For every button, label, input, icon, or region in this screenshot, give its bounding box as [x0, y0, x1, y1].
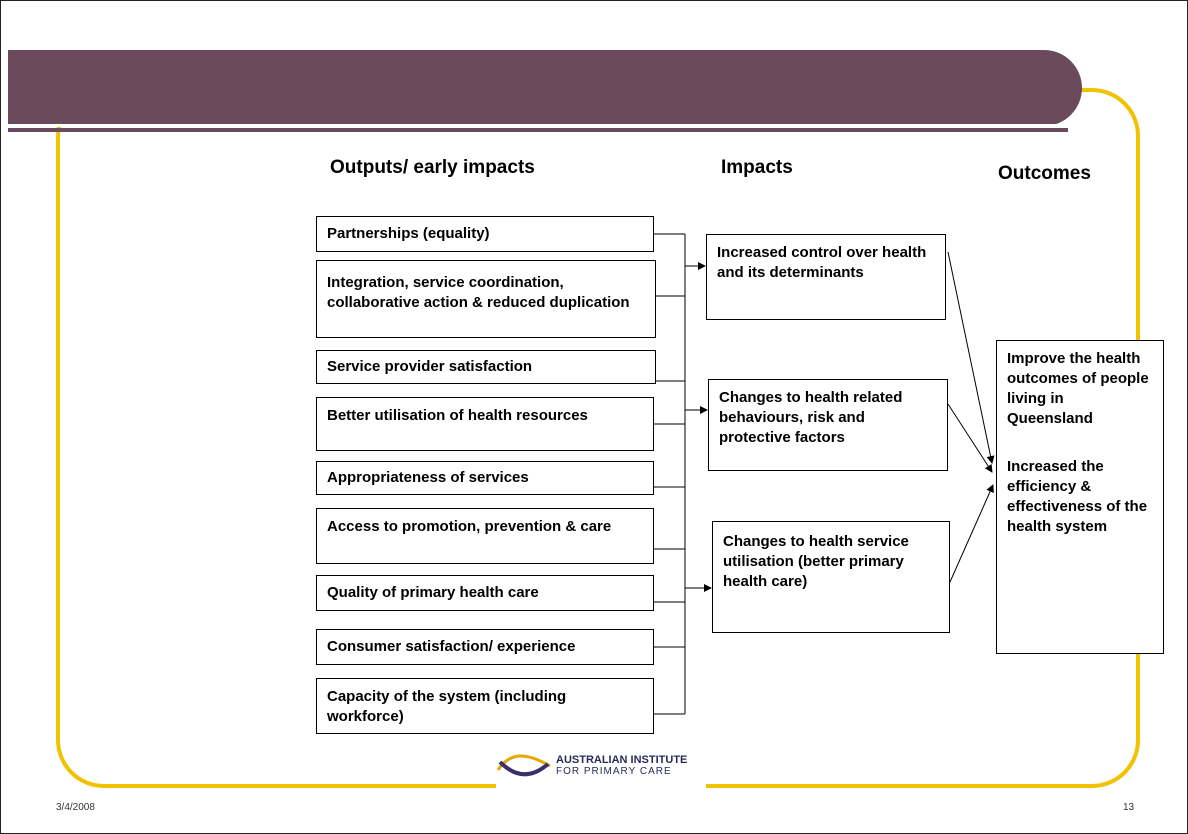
footer-date: 3/4/2008 — [56, 802, 95, 813]
impact-box-behaviours: Changes to health related behaviours, ri… — [708, 379, 948, 471]
title-band — [8, 50, 1082, 126]
logo-text-line1: AUSTRALIAN INSTITUTE — [556, 754, 688, 766]
output-box-appropriateness: Appropriateness of services — [316, 461, 654, 495]
title-band-underline — [8, 128, 1068, 132]
heading-impacts: Impacts — [721, 157, 793, 178]
outcome-box: Improve the health outcomes of people li… — [996, 340, 1164, 654]
output-box-partnerships: Partnerships (equality) — [316, 216, 654, 252]
impact-box-service-utilisation: Changes to health service utilisation (b… — [712, 521, 950, 633]
output-box-provider-satisfaction: Service provider satisfaction — [316, 350, 656, 384]
output-box-utilisation: Better utilisation of health resources — [316, 397, 654, 451]
heading-outcomes: Outcomes — [998, 163, 1091, 184]
logo-text-line2: FOR PRIMARY CARE — [556, 766, 672, 777]
logo-aipc: AUSTRALIAN INSTITUTE FOR PRIMARY CARE — [496, 742, 706, 790]
output-box-capacity: Capacity of the system (including workfo… — [316, 678, 654, 734]
title-band-gap — [8, 124, 1072, 127]
output-box-access: Access to promotion, prevention & care — [316, 508, 654, 564]
outcome-text-efficiency: Increased the efficiency & effectiveness… — [1007, 458, 1148, 535]
heading-outputs: Outputs/ early impacts — [330, 157, 535, 178]
output-box-integration: Integration, service coordination, colla… — [316, 260, 656, 338]
outcome-text-health: Improve the health outcomes of people li… — [1007, 350, 1149, 427]
output-box-quality: Quality of primary health care — [316, 575, 654, 611]
logo-swoosh-icon — [496, 754, 551, 777]
impact-box-control: Increased control over health and its de… — [706, 234, 946, 320]
footer-page-number: 13 — [1123, 802, 1135, 813]
output-box-consumer-satisfaction: Consumer satisfaction/ experience — [316, 629, 654, 665]
